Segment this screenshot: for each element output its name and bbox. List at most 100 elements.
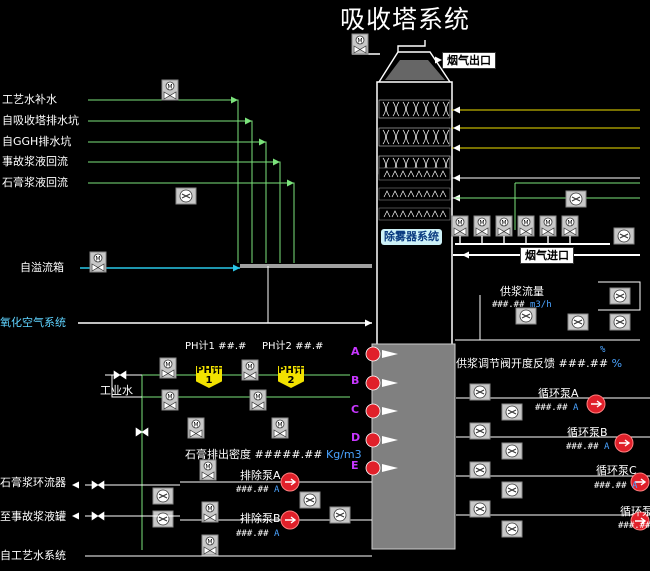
- absorber-tank: [371, 343, 456, 550]
- pump-fan-icon[interactable]: [469, 383, 491, 401]
- bleed-pump-a-label: 排除泵A: [240, 469, 281, 482]
- recirc-pump-d-label: 循环泵: [620, 505, 650, 518]
- flue-outlet-label[interactable]: 烟气出口: [442, 52, 496, 69]
- manual-valve-icon[interactable]: [135, 427, 149, 437]
- motor-valve-icon[interactable]: M: [495, 215, 513, 237]
- chevron-icon: [431, 170, 439, 178]
- pump-fan-icon[interactable]: [613, 227, 635, 245]
- chevron-icon: [399, 170, 407, 178]
- arrow-icon: [72, 481, 79, 489]
- arrow-icon: [462, 251, 469, 259]
- motor-valve-icon[interactable]: M: [241, 359, 259, 381]
- motor-valve-icon[interactable]: M: [201, 534, 219, 556]
- svg-text:M: M: [207, 506, 212, 513]
- motor-valve-icon[interactable]: M: [451, 215, 469, 237]
- chevron-icon: [383, 190, 391, 198]
- oxidation-air-label[interactable]: 氧化空气系统: [0, 316, 66, 329]
- pump-fan-icon[interactable]: [609, 313, 631, 331]
- agitator-motor-icon[interactable]: [365, 403, 381, 419]
- svg-text:M: M: [205, 464, 210, 471]
- chevron-icon: [399, 210, 407, 218]
- motor-valve-icon[interactable]: M: [249, 389, 267, 411]
- motor-valve-icon[interactable]: M: [561, 215, 579, 237]
- spray-nozzle-icon: [382, 101, 390, 117]
- agitator-blade-icon: [382, 350, 398, 358]
- chevron-icon: [415, 170, 423, 178]
- motor-valve-icon[interactable]: M: [517, 215, 535, 237]
- outlet-label: 自工艺水系统: [0, 549, 66, 562]
- pump-fan-icon[interactable]: [501, 520, 523, 538]
- svg-text:M: M: [357, 38, 362, 45]
- page-title: 吸收塔系统: [340, 5, 471, 34]
- pump-fan-icon[interactable]: [469, 422, 491, 440]
- process-water-branch: [111, 375, 142, 398]
- pump-arrow-icon: [285, 516, 297, 524]
- chevron-icon: [383, 170, 391, 178]
- bleed-pump-b-label: 排除泵B: [240, 512, 281, 525]
- pump-fan-icon[interactable]: [175, 187, 197, 205]
- pump-fan-icon[interactable]: [152, 510, 174, 528]
- inlet-pipe: [88, 99, 239, 263]
- svg-text:M: M: [501, 220, 506, 227]
- agitator-motor-icon[interactable]: [365, 375, 381, 391]
- svg-text:M: M: [165, 362, 170, 369]
- manual-valve-icon[interactable]: [91, 480, 105, 490]
- pump-fan-icon[interactable]: [469, 461, 491, 479]
- agitator-motor-icon[interactable]: [365, 346, 381, 362]
- chevron-icon: [439, 170, 447, 178]
- motor-valve-icon[interactable]: M: [89, 251, 107, 273]
- chevron-icon: [407, 210, 415, 218]
- chevron-icon: [423, 190, 431, 198]
- flow-loop: [598, 281, 641, 311]
- svg-text:M: M: [277, 422, 282, 429]
- tower-cone-fill: [385, 60, 445, 80]
- pump-fan-icon[interactable]: [299, 491, 321, 509]
- arrow-icon: [435, 56, 442, 64]
- pump-arrow-icon: [635, 517, 647, 525]
- motor-valve-icon[interactable]: M: [161, 79, 179, 101]
- motor-valve-icon[interactable]: M: [351, 33, 369, 55]
- agitator-motor-icon[interactable]: [365, 432, 381, 448]
- spray-nozzle-icon: [382, 129, 390, 145]
- chevron-icon: [439, 190, 447, 198]
- svg-text:M: M: [457, 220, 462, 227]
- motor-valve-icon[interactable]: M: [473, 215, 491, 237]
- agitator-blade-icon: [382, 464, 398, 472]
- motor-valve-icon[interactable]: M: [539, 215, 557, 237]
- motor-valve-icon[interactable]: M: [187, 417, 205, 439]
- recirc-pump-b-current: ###.## A: [566, 442, 610, 452]
- pump-fan-icon[interactable]: [501, 403, 523, 421]
- ph-meter-1-label: PH计1 ##.#: [185, 341, 247, 352]
- chevron-icon: [415, 190, 423, 198]
- pump-fan-icon[interactable]: [329, 506, 351, 524]
- agitator-tag: C: [351, 403, 360, 416]
- flue-inlet-label[interactable]: 烟气进口: [520, 247, 574, 264]
- motor-valve-icon[interactable]: M: [201, 501, 219, 523]
- agitator-blade-icon: [382, 407, 398, 415]
- spray-nozzle-icon: [442, 101, 450, 117]
- motor-valve-icon[interactable]: M: [159, 357, 177, 379]
- pump-fan-icon[interactable]: [469, 500, 491, 518]
- motor-valve-icon[interactable]: M: [161, 389, 179, 411]
- inlet-label: 自吸收塔排水坑: [2, 114, 79, 127]
- spray-nozzle-icon: [392, 101, 400, 117]
- chevron-icon: [383, 210, 391, 218]
- chevron-icon: [423, 210, 431, 218]
- pump-fan-icon[interactable]: [567, 313, 589, 331]
- pump-fan-icon[interactable]: [565, 190, 587, 208]
- motor-valve-icon[interactable]: M: [271, 417, 289, 439]
- motor-valve-icon[interactable]: M: [199, 459, 217, 481]
- demister-system-button[interactable]: 除雾器系统: [381, 229, 442, 245]
- spray-nozzle-icon: [432, 101, 440, 117]
- pump-fan-icon[interactable]: [501, 442, 523, 460]
- agitator-motor-icon[interactable]: [365, 460, 381, 476]
- pump-fan-icon[interactable]: [609, 287, 631, 305]
- manual-valve-icon[interactable]: [91, 511, 105, 521]
- pump-fan-icon[interactable]: [501, 481, 523, 499]
- supply-valve-readout: 供浆调节阀开度反馈 ###.## %: [456, 357, 623, 370]
- pump-fan-icon[interactable]: [152, 487, 174, 505]
- pump-fan-icon[interactable]: [515, 307, 537, 325]
